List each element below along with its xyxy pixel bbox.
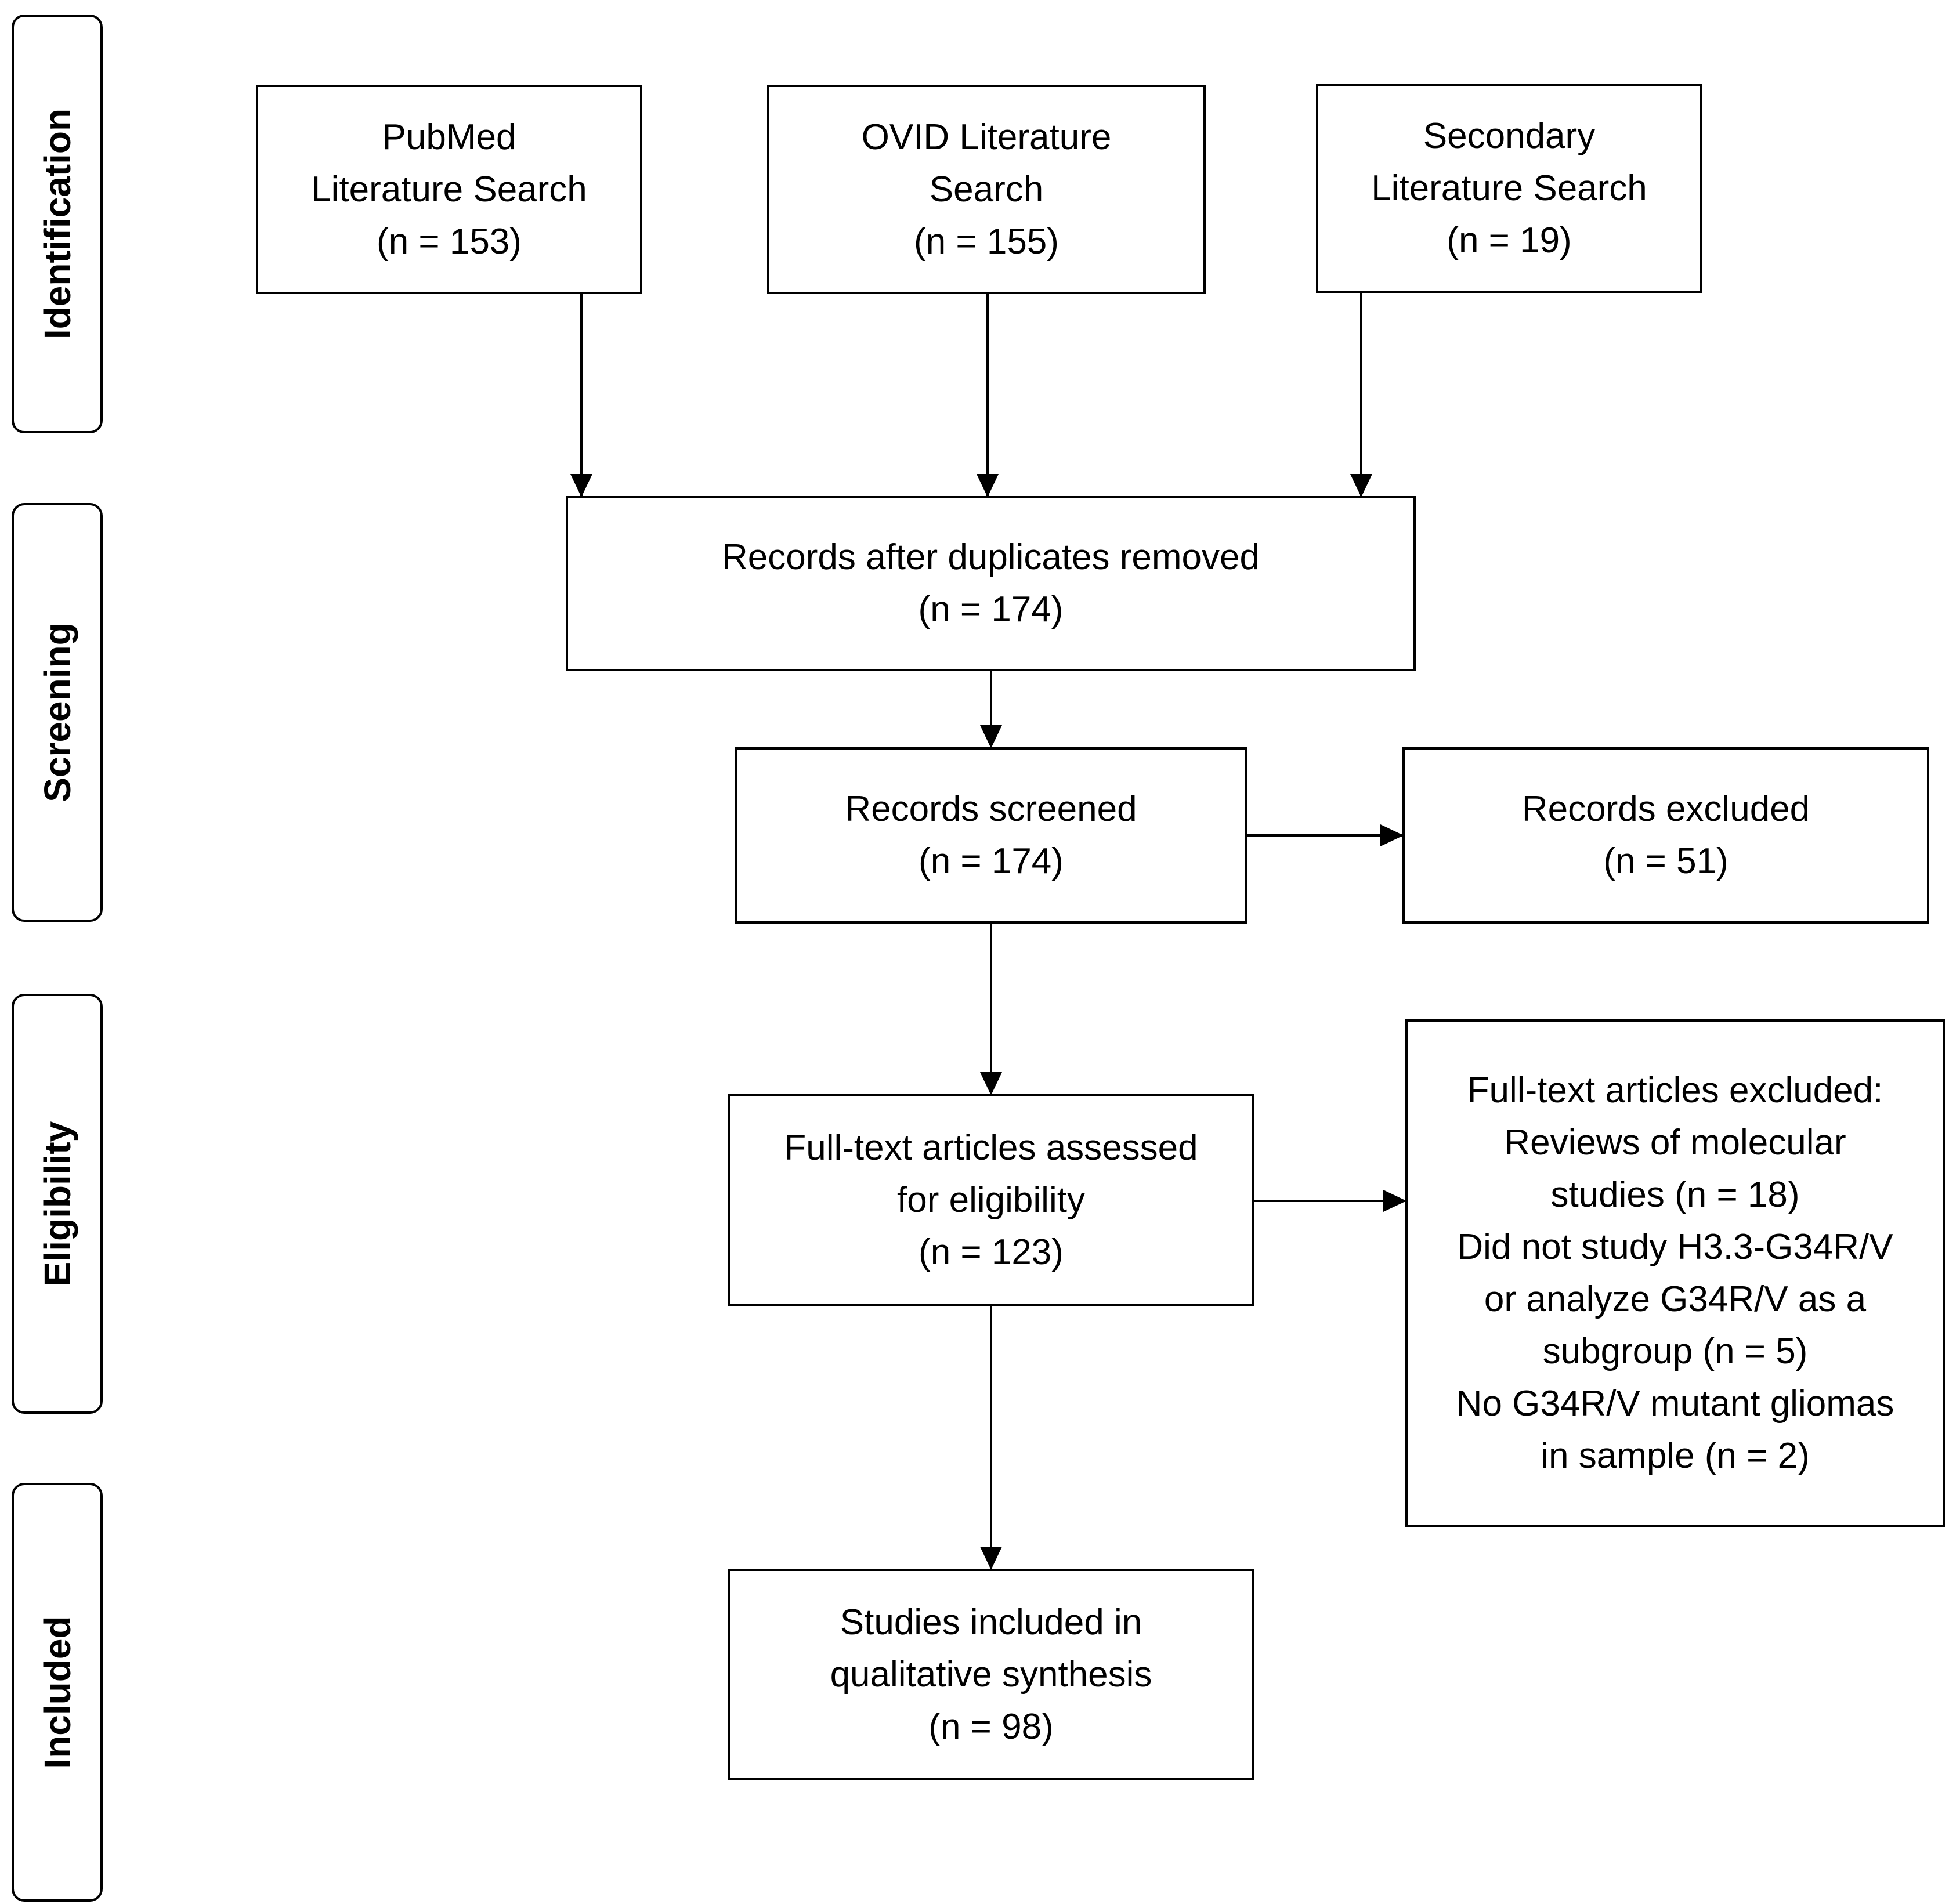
records-excluded-box: Records excluded (n = 51) xyxy=(1402,747,1929,924)
ovid-line-2: Search xyxy=(929,169,1044,209)
fulltext-excluded-reason-2b: or analyze G34R/V as a xyxy=(1484,1279,1867,1319)
included-line-1: Studies included in xyxy=(840,1602,1142,1642)
arrowhead-ovid xyxy=(977,474,999,497)
ovid-count: (n = 155) xyxy=(914,221,1059,262)
ovid-line-1: OVID Literature xyxy=(861,117,1112,157)
deduplicated-count: (n = 174) xyxy=(918,589,1064,629)
arrowhead-secondary xyxy=(1350,474,1372,497)
stage-screening: Screening xyxy=(12,503,103,922)
fulltext-count: (n = 123) xyxy=(919,1232,1064,1272)
excluded-label: Records excluded xyxy=(1521,789,1810,829)
fulltext-excluded-reason-2c: subgroup (n = 5) xyxy=(1542,1331,1808,1371)
ovid-search-box: OVID Literature Search (n = 155) xyxy=(767,85,1206,294)
screened-count: (n = 174) xyxy=(919,841,1064,881)
secondary-search-box: Secondary Literature Search (n = 19) xyxy=(1316,84,1702,293)
stage-identification: Identification xyxy=(12,15,103,433)
fulltext-excluded-reason-1b: studies (n = 18) xyxy=(1550,1174,1800,1215)
secondary-line-2: Literature Search xyxy=(1371,168,1647,208)
pubmed-search-box: PubMed Literature Search (n = 153) xyxy=(256,85,642,294)
stage-included: Included xyxy=(12,1483,103,1902)
pubmed-line-1: PubMed xyxy=(382,117,516,157)
arrowhead-fulltext xyxy=(980,1072,1002,1095)
fulltext-assessed-box: Full-text articles assessed for eligibil… xyxy=(728,1094,1254,1306)
pubmed-line-2: Literature Search xyxy=(311,169,587,209)
arrowhead-screened xyxy=(980,725,1002,748)
arrowhead-included xyxy=(980,1547,1002,1570)
pubmed-count: (n = 153) xyxy=(377,221,522,262)
studies-included-box: Studies included in qualitative synthesi… xyxy=(728,1569,1254,1780)
arrowhead-fulltext-excluded xyxy=(1383,1190,1406,1212)
deduplicated-records-box: Records after duplicates removed (n = 17… xyxy=(566,496,1416,671)
arrowhead-excluded xyxy=(1380,824,1404,846)
fulltext-excluded-reason-3a: No G34R/V mutant gliomas xyxy=(1456,1383,1894,1424)
fulltext-excluded-reason-1a: Reviews of molecular xyxy=(1504,1122,1846,1163)
excluded-count: (n = 51) xyxy=(1603,841,1729,881)
included-count: (n = 98) xyxy=(928,1706,1054,1747)
fulltext-excluded-reason-2a: Did not study H3.3-G34R/V xyxy=(1457,1226,1893,1267)
secondary-line-1: Secondary xyxy=(1423,115,1596,156)
stage-eligibility: Eligibility xyxy=(12,994,103,1414)
records-screened-box: Records screened (n = 174) xyxy=(735,747,1247,924)
fulltext-excluded-reason-3b: in sample (n = 2) xyxy=(1541,1435,1810,1476)
fulltext-excluded-heading: Full-text articles excluded: xyxy=(1467,1070,1883,1110)
deduplicated-label: Records after duplicates removed xyxy=(721,537,1260,577)
arrowhead-pubmed xyxy=(570,474,592,497)
screened-label: Records screened xyxy=(845,789,1137,829)
fulltext-excluded-box: Full-text articles excluded: Reviews of … xyxy=(1405,1019,1945,1527)
included-line-2: qualitative synthesis xyxy=(830,1654,1152,1695)
fulltext-line-2: for eligibility xyxy=(897,1179,1085,1220)
fulltext-line-1: Full-text articles assessed xyxy=(784,1127,1198,1168)
secondary-count: (n = 19) xyxy=(1447,220,1572,260)
